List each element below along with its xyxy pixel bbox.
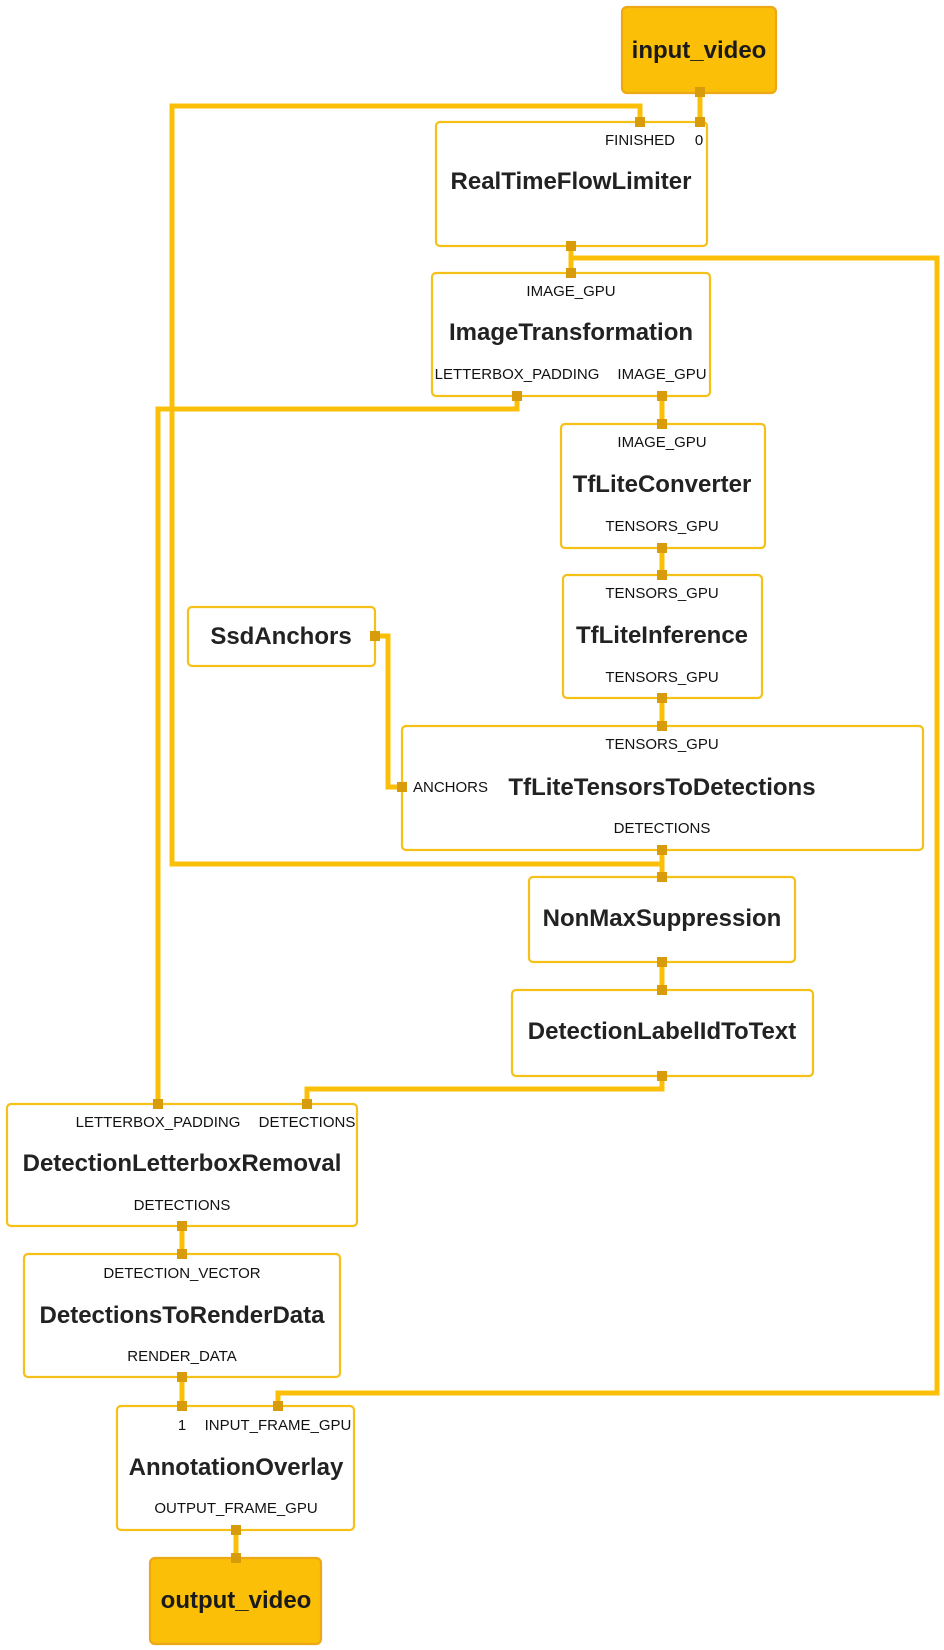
output-video-label: output_video bbox=[161, 1587, 312, 1614]
output-video-stream[interactable]: output_video bbox=[148, 1556, 323, 1646]
port-output-video-in bbox=[231, 1553, 241, 1563]
port-label-finished: FINISHED bbox=[605, 132, 675, 149]
node-title: DetectionLabelIdToText bbox=[528, 1018, 796, 1045]
port-converter-in bbox=[657, 419, 667, 429]
node-title: TfLiteTensorsToDetections bbox=[508, 774, 815, 801]
node-non-max-suppression[interactable]: NonMaxSuppression bbox=[527, 875, 797, 964]
node-detection-label-id-to-text[interactable]: DetectionLabelIdToText bbox=[510, 988, 815, 1078]
port-anchors-out bbox=[370, 631, 380, 641]
port-flow-limiter-0 bbox=[695, 117, 705, 127]
port-transform-image-in bbox=[566, 268, 576, 278]
port-label-tensors-gpu-in: TENSORS_GPU bbox=[605, 585, 718, 602]
edge-letterbox-padding bbox=[155, 396, 520, 1104]
port-converter-out bbox=[657, 543, 667, 553]
port-label-tensors-gpu: TENSORS_GPU bbox=[605, 736, 718, 753]
node-title: ImageTransformation bbox=[449, 319, 693, 346]
node-tflite-tensors-to-detections[interactable]: TENSORS_GPU ANCHORS TfLiteTensorsToDetec… bbox=[400, 724, 925, 852]
port-detections-tensors-in bbox=[657, 721, 667, 731]
port-label-image-gpu-in: IMAGE_GPU bbox=[526, 283, 615, 300]
port-label-detections: DETECTIONS bbox=[614, 820, 711, 837]
port-label-output-frame-gpu: OUTPUT_FRAME_GPU bbox=[154, 1500, 317, 1517]
node-title: RealTimeFlowLimiter bbox=[451, 168, 692, 195]
port-render-in bbox=[177, 1249, 187, 1259]
port-label-1: 1 bbox=[178, 1417, 186, 1434]
node-title: TfLiteConverter bbox=[573, 471, 752, 498]
node-title: DetectionLetterboxRemoval bbox=[23, 1150, 342, 1177]
node-title: DetectionsToRenderData bbox=[40, 1302, 326, 1329]
port-label-image-gpu-out: IMAGE_GPU bbox=[617, 366, 706, 383]
node-tflite-inference[interactable]: TENSORS_GPU TfLiteInference TENSORS_GPU bbox=[561, 573, 764, 700]
node-title: AnnotationOverlay bbox=[129, 1454, 344, 1481]
node-title: SsdAnchors bbox=[210, 623, 351, 650]
edge-label-to-removal bbox=[304, 1076, 665, 1104]
port-label-tensors-gpu-out: TENSORS_GPU bbox=[605, 669, 718, 686]
port-inference-out bbox=[657, 693, 667, 703]
ports bbox=[153, 87, 705, 1563]
port-overlay-out bbox=[231, 1525, 241, 1535]
port-inference-in bbox=[657, 570, 667, 580]
port-detections-out bbox=[657, 845, 667, 855]
port-label-render-data: RENDER_DATA bbox=[127, 1348, 236, 1365]
port-nms-out bbox=[657, 957, 667, 967]
port-label-letterbox-padding-out: LETTERBOX_PADDING bbox=[435, 366, 600, 383]
port-label-image-gpu: IMAGE_GPU bbox=[617, 434, 706, 451]
port-render-out bbox=[177, 1372, 187, 1382]
input-video-label: input_video bbox=[632, 37, 767, 64]
port-removal-letterbox-in bbox=[153, 1099, 163, 1109]
port-removal-detections-in bbox=[302, 1099, 312, 1109]
port-label-anchors: ANCHORS bbox=[413, 779, 488, 796]
port-label-letterbox-padding: LETTERBOX_PADDING bbox=[76, 1114, 241, 1131]
port-label-0: 0 bbox=[695, 132, 703, 149]
node-image-transformation[interactable]: IMAGE_GPU ImageTransformation LETTERBOX_… bbox=[430, 271, 712, 398]
port-nms-in bbox=[657, 872, 667, 882]
port-label-out bbox=[657, 1071, 667, 1081]
node-title: TfLiteInference bbox=[576, 622, 748, 649]
edge-anchors bbox=[375, 633, 402, 790]
port-label-detection-vector: DETECTION_VECTOR bbox=[103, 1265, 260, 1282]
edge-finished-loop bbox=[169, 103, 662, 867]
node-ssd-anchors[interactable]: SsdAnchors bbox=[186, 605, 377, 668]
edge-flow-limiter-to-overlay bbox=[275, 255, 940, 1406]
port-input-video-out bbox=[695, 87, 705, 97]
port-label-in bbox=[657, 985, 667, 995]
node-annotation-overlay[interactable]: 1 INPUT_FRAME_GPU AnnotationOverlay OUTP… bbox=[115, 1404, 356, 1532]
port-label-tensors-gpu: TENSORS_GPU bbox=[605, 518, 718, 535]
port-label-detections-out: DETECTIONS bbox=[134, 1197, 231, 1214]
node-detection-letterbox-removal[interactable]: LETTERBOX_PADDING DETECTIONS DetectionLe… bbox=[5, 1102, 359, 1228]
port-transform-image-out bbox=[657, 391, 667, 401]
port-flow-limiter-finished bbox=[635, 117, 645, 127]
port-overlay-frame-in bbox=[273, 1401, 283, 1411]
port-detections-anchors-in bbox=[397, 782, 407, 792]
port-flow-limiter-out bbox=[566, 241, 576, 251]
port-transform-letterbox-out bbox=[512, 391, 522, 401]
input-video-stream[interactable]: input_video bbox=[620, 5, 778, 95]
node-detections-to-render-data[interactable]: DETECTION_VECTOR DetectionsToRenderData … bbox=[22, 1252, 342, 1379]
port-label-input-frame-gpu: INPUT_FRAME_GPU bbox=[205, 1417, 352, 1434]
node-title: NonMaxSuppression bbox=[543, 905, 782, 932]
port-overlay-1-in bbox=[177, 1401, 187, 1411]
node-tflite-converter[interactable]: IMAGE_GPU TfLiteConverter TENSORS_GPU bbox=[559, 422, 767, 550]
port-removal-out bbox=[177, 1221, 187, 1231]
node-real-time-flow-limiter[interactable]: FINISHED 0 RealTimeFlowLimiter bbox=[434, 120, 709, 248]
port-label-detections-in: DETECTIONS bbox=[259, 1114, 356, 1131]
